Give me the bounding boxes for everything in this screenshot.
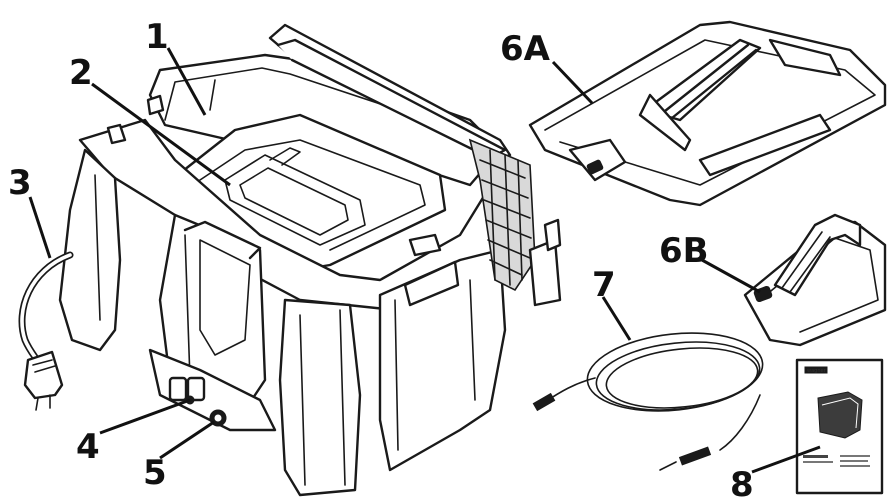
user-manual: wagner — [795, 358, 884, 495]
leader-5 — [159, 420, 215, 460]
lid-tray — [224, 154, 366, 246]
callout-3: 3 — [8, 163, 32, 203]
leader-6a — [551, 60, 594, 105]
callout-7: 7 — [592, 265, 616, 305]
power-cord — [18, 251, 74, 411]
callout-4: 4 — [76, 427, 100, 467]
leader-2 — [91, 82, 231, 187]
surface-cleaner-large — [528, 20, 887, 207]
leader-1 — [166, 47, 207, 116]
leader-8 — [751, 445, 821, 474]
leader-lines — [28, 47, 821, 474]
callout-labels: 1 2 3 4 5 6A 6B 7 8 — [8, 17, 754, 504]
callout-2: 2 — [69, 53, 93, 93]
surface-cleaner-small — [743, 213, 887, 347]
main-unit-box — [58, 23, 562, 497]
callout-6b: 6B — [659, 231, 709, 271]
leader-6b — [701, 258, 761, 294]
callout-8: 8 — [730, 465, 754, 504]
socket-outlet — [168, 376, 188, 402]
callout-5: 5 — [143, 453, 167, 493]
callout-6a: 6A — [500, 29, 551, 69]
callout-1: 1 — [145, 17, 169, 57]
plug-icon — [23, 350, 64, 400]
leader-4 — [99, 398, 191, 435]
leader-3 — [28, 196, 52, 259]
high-pressure-hose — [532, 332, 764, 471]
manual-brand-label: wagner — [807, 368, 827, 374]
leader-7 — [601, 296, 632, 341]
